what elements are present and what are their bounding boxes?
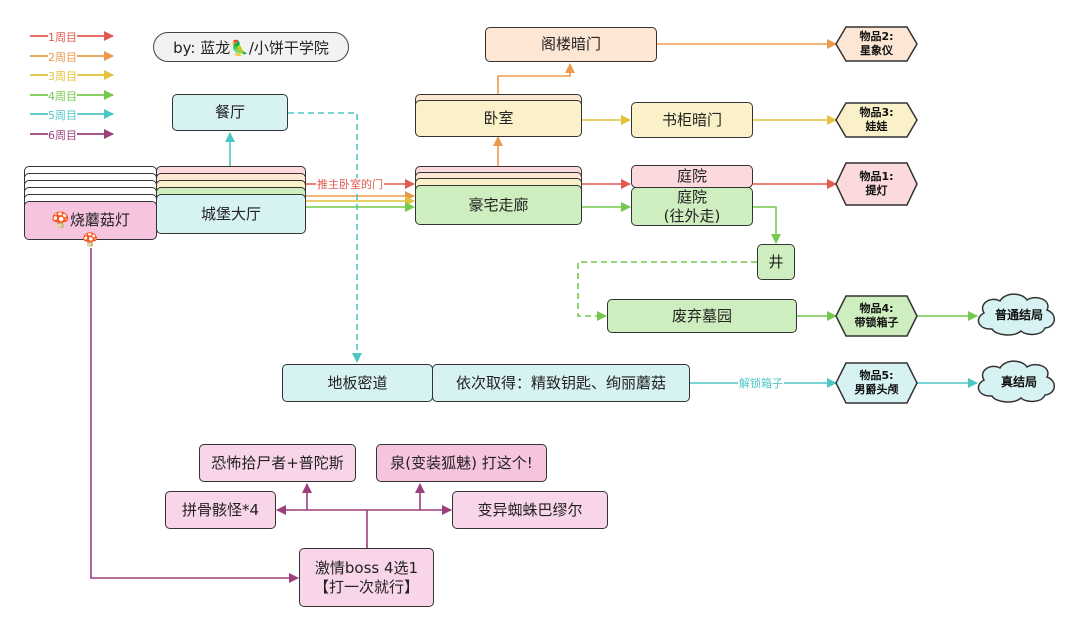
boss-choice-node[interactable]: 激情boss 4选1 【打一次就行】	[299, 548, 434, 607]
item2-line2: 星象仪	[860, 44, 893, 57]
courtyard-outward-line1: 庭院	[676, 187, 707, 206]
boss-fox-spring-node[interactable]: 泉(变装狐魅) 打这个!	[376, 444, 547, 482]
boss-mutant-spider-node[interactable]: 变异蜘蛛巴缪尔	[452, 491, 608, 529]
courtyard-outward-line2: (往外走)	[663, 206, 721, 225]
well-node[interactable]: 井	[757, 244, 795, 280]
boss-choice-line2: 【打一次就行】	[313, 577, 419, 596]
mansion-corridor-node[interactable]: 豪宅走廊	[415, 185, 582, 225]
mushroom-icon: 🍄	[82, 233, 99, 248]
item5-line2: 男爵头颅	[854, 383, 899, 396]
boss-corpse-collector-node[interactable]: 恐怖拾尸者+普陀斯	[199, 444, 356, 482]
item5-line1: 物品5:	[859, 368, 894, 382]
item1-hexagon	[835, 162, 918, 206]
push-door-edge-label: 推主卧室的门	[316, 178, 384, 192]
item3-hexagon	[835, 102, 918, 138]
item1-label: 物品1: 提灯	[846, 163, 907, 205]
boss-bone-beast-node[interactable]: 拼骨骸怪*4	[165, 491, 276, 529]
item3-label: 物品3: 娃娃	[846, 103, 907, 137]
boss-choice-line1: 激情boss 4选1	[314, 558, 419, 577]
item1-line2: 提灯	[865, 184, 888, 197]
item2-hexagon	[835, 26, 918, 62]
dining-room-node[interactable]: 餐厅	[172, 94, 288, 131]
normal-ending-cloud	[977, 293, 1055, 336]
item4-line1: 物品4:	[859, 301, 894, 315]
courtyard-outward-node[interactable]: 庭院 (往外走)	[631, 187, 753, 226]
boss-branch-edges	[276, 483, 452, 548]
item5-hexagon	[835, 362, 918, 404]
item3-line2: 娃娃	[865, 120, 888, 133]
floor-passage-node[interactable]: 地板密道	[282, 364, 433, 402]
item4-hexagon	[835, 295, 918, 337]
true-ending-label: 真结局	[1000, 375, 1037, 390]
unlock-box-edge-label: 解锁箱子	[738, 377, 784, 391]
abandoned-cemetery-node[interactable]: 废弃墓园	[607, 299, 797, 333]
attic-door-node[interactable]: 阁楼暗门	[485, 27, 657, 62]
item5-label: 物品5: 男爵头颅	[846, 363, 907, 403]
castle-hall-node[interactable]: 城堡大厅	[156, 194, 306, 234]
obtain-items-node[interactable]: 依次取得：精致钥匙、绚丽蘑菇	[432, 364, 690, 402]
bedroom-node[interactable]: 卧室	[415, 100, 582, 137]
legend-label-4: 4周目	[48, 88, 77, 104]
mushroom-lamp-node[interactable]: 🍄烧蘑菇灯	[24, 201, 157, 240]
legend-label-5: 5周目	[48, 107, 77, 123]
true-ending-cloud	[977, 360, 1055, 403]
legend-label-3: 3周目	[48, 68, 77, 84]
item2-line1: 物品2:	[859, 29, 894, 43]
item3-line1: 物品3:	[859, 105, 894, 119]
legend-label-1: 1周目	[48, 29, 77, 45]
item1-line1: 物品1:	[859, 169, 894, 183]
author-byline: by: 蓝龙🦜/小饼干学院	[153, 32, 349, 62]
bookshelf-door-node[interactable]: 书柜暗门	[631, 102, 753, 138]
courtyard-node[interactable]: 庭院	[631, 165, 753, 188]
legend-label-6: 6周目	[48, 127, 77, 143]
item4-label: 物品4: 带锁箱子	[846, 296, 907, 336]
item4-line2: 带锁箱子	[854, 316, 899, 329]
legend-label-2: 2周目	[48, 49, 77, 65]
item2-label: 物品2: 星象仪	[846, 27, 907, 61]
normal-ending-label: 普通结局	[994, 308, 1043, 323]
